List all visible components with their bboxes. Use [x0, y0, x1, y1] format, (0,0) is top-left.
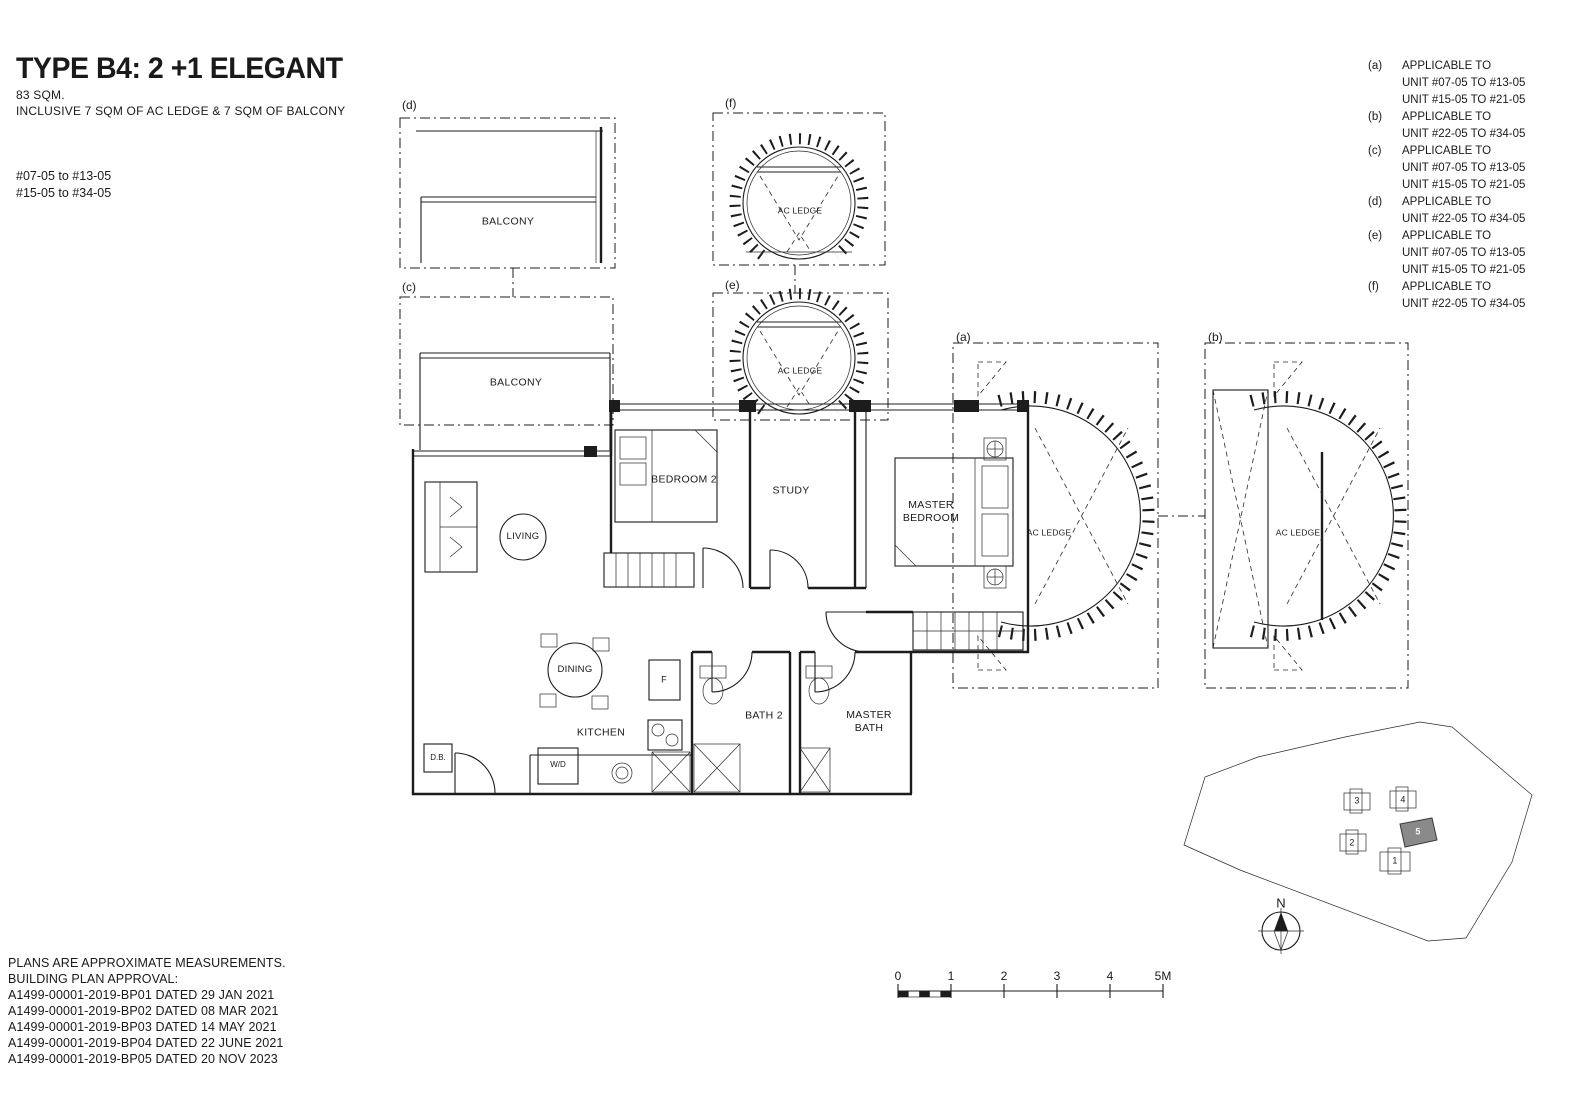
room-label-ac-ledge-e: AC LEDGE: [777, 365, 823, 376]
legend-item: (b) APPLICABLE TO UNIT #22-05 TO #34-05: [1368, 109, 1548, 143]
legend-key: (e): [1368, 230, 1383, 242]
legend-item: (e) APPLICABLE TO UNIT #07-05 TO #13-05 …: [1368, 228, 1548, 279]
label-fridge: F: [661, 674, 667, 685]
legend-line: UNIT #07-05 TO #13-05: [1402, 77, 1526, 89]
room-label-ac-ledge-a: AC LEDGE: [1026, 527, 1072, 538]
legend-line: UNIT #07-05 TO #13-05: [1402, 162, 1526, 174]
legend-line: UNIT #07-05 TO #13-05: [1402, 247, 1526, 259]
marker-d: (d): [402, 98, 417, 112]
legend-item: (f) APPLICABLE TO UNIT #22-05 TO #34-05: [1368, 279, 1548, 313]
room-label-ac-ledge-b: AC LEDGE: [1275, 527, 1321, 538]
legend-line: UNIT #22-05 TO #34-05: [1402, 213, 1526, 225]
unit-range: #07-05 to #13-05: [16, 169, 112, 183]
legend-key: (d): [1368, 196, 1383, 208]
unit-ranges: #07-05 to #13-05 #15-05 to #34-05: [16, 168, 111, 202]
marker-a: (a): [956, 330, 971, 344]
legend: (a) APPLICABLE TO UNIT #07-05 TO #13-05 …: [1368, 58, 1548, 313]
marker-e: (e): [725, 278, 740, 292]
building-label-4: 4: [1400, 794, 1406, 805]
furniture: [423, 429, 1024, 794]
legend-line: UNIT #15-05 TO #21-05: [1402, 264, 1526, 276]
scale-label-4: 4: [1106, 969, 1114, 983]
scale-label-5m: 5M: [1154, 969, 1172, 983]
title-block: TYPE B4: 2 +1 ELEGANT 83 SQM. INCLUSIVE …: [16, 52, 360, 118]
variant-e-ac-ledge: [712, 288, 889, 421]
building-label-2: 2: [1349, 837, 1355, 848]
room-label-study: STUDY: [772, 484, 810, 497]
legend-text: APPLICABLE TO UNIT #22-05 TO #34-05: [1402, 194, 1548, 228]
north-label: N: [1276, 895, 1286, 911]
legend-item: (a) APPLICABLE TO UNIT #07-05 TO #13-05 …: [1368, 58, 1548, 109]
variant-b-ac-ledge: [1204, 342, 1409, 689]
variant-d-balcony: [399, 117, 616, 269]
room-label-bath2: BATH 2: [745, 709, 783, 722]
scale-label-1: 1: [947, 969, 955, 983]
legend-line: APPLICABLE TO: [1402, 111, 1492, 123]
legend-line: APPLICABLE TO: [1402, 281, 1492, 293]
variant-f-ac-ledge: [712, 112, 886, 266]
room-label-bedroom2: BEDROOM 2: [651, 473, 717, 486]
legend-key: (c): [1368, 145, 1382, 157]
label-wd: W/D: [550, 760, 566, 769]
legend-text: APPLICABLE TO UNIT #07-05 TO #13-05 UNIT…: [1402, 228, 1548, 279]
legend-text: APPLICABLE TO UNIT #07-05 TO #13-05 UNIT…: [1402, 58, 1548, 109]
approval-block: PLANS ARE APPROXIMATE MEASUREMENTS. BUIL…: [8, 955, 286, 1067]
footer-line: A1499-00001-2019-BP04 DATED 22 JUNE 2021: [8, 1036, 284, 1050]
legend-line: UNIT #15-05 TO #21-05: [1402, 179, 1526, 191]
room-label-living: LIVING: [506, 531, 540, 543]
room-label-kitchen: KITCHEN: [576, 726, 626, 739]
north-arrow: [1258, 908, 1304, 954]
footer-line: A1499-00001-2019-BP01 DATED 29 JAN 2021: [8, 988, 275, 1002]
footer-line: A1499-00001-2019-BP02 DATED 08 MAR 2021: [8, 1004, 279, 1018]
legend-line: UNIT #22-05 TO #34-05: [1402, 128, 1526, 140]
legend-line: APPLICABLE TO: [1402, 196, 1492, 208]
legend-line: APPLICABLE TO: [1402, 145, 1492, 157]
label-db: D.B.: [430, 753, 446, 762]
footer-line: A1499-00001-2019-BP03 DATED 14 MAY 2021: [8, 1020, 277, 1034]
marker-c: (c): [402, 280, 416, 294]
plan-title: TYPE B4: 2 +1 ELEGANT: [16, 52, 343, 85]
legend-item: (d) APPLICABLE TO UNIT #22-05 TO #34-05: [1368, 194, 1548, 228]
variant-c-balcony: [399, 296, 614, 450]
plan-area-label: 83 SQM.: [16, 88, 65, 102]
legend-text: APPLICABLE TO UNIT #22-05 TO #34-05: [1402, 109, 1548, 143]
room-label-master-bedroom: MASTER BEDROOM: [902, 498, 960, 524]
room-label-dining: DINING: [557, 664, 593, 676]
variant-a-ac-ledge: [952, 342, 1159, 689]
unit-walls: [411, 400, 1030, 796]
legend-text: APPLICABLE TO UNIT #07-05 TO #13-05 UNIT…: [1402, 143, 1548, 194]
marker-f: (f): [725, 96, 737, 110]
scale-label-2: 2: [1000, 969, 1008, 983]
footer-line: PLANS ARE APPROXIMATE MEASUREMENTS.: [8, 956, 286, 970]
plan-inclusive-label: INCLUSIVE 7 SQM OF AC LEDGE & 7 SQM OF B…: [16, 104, 346, 118]
unit-partitions: [609, 408, 913, 794]
legend-line: APPLICABLE TO: [1402, 230, 1492, 242]
scale-label-0: 0: [894, 969, 902, 983]
legend-key: (b): [1368, 111, 1383, 123]
building-label-5-highlighted: 5: [1415, 826, 1421, 837]
room-label-ac-ledge-f: AC LEDGE: [777, 205, 823, 216]
site-plan-map: [1183, 721, 1533, 942]
building-label-1: 1: [1392, 855, 1398, 866]
legend-line: UNIT #15-05 TO #21-05: [1402, 94, 1526, 106]
scale-bar: [897, 984, 1164, 998]
room-label-balcony-d: BALCONY: [481, 215, 535, 228]
unit-range: #15-05 to #34-05: [16, 186, 112, 200]
legend-key: (f): [1368, 281, 1379, 293]
footer-line: BUILDING PLAN APPROVAL:: [8, 972, 179, 986]
marker-b: (b): [1208, 330, 1223, 344]
legend-text: APPLICABLE TO UNIT #22-05 TO #34-05: [1402, 279, 1548, 313]
scale-label-3: 3: [1053, 969, 1061, 983]
legend-key: (a): [1368, 60, 1383, 72]
footer-line: A1499-00001-2019-BP05 DATED 20 NOV 2023: [8, 1052, 278, 1066]
room-label-master-bath: MASTER BATH: [846, 708, 892, 734]
building-label-3: 3: [1354, 795, 1360, 806]
legend-item: (c) APPLICABLE TO UNIT #07-05 TO #13-05 …: [1368, 143, 1548, 194]
room-label-balcony-c: BALCONY: [489, 376, 543, 389]
legend-line: APPLICABLE TO: [1402, 60, 1492, 72]
legend-line: UNIT #22-05 TO #34-05: [1402, 298, 1526, 310]
